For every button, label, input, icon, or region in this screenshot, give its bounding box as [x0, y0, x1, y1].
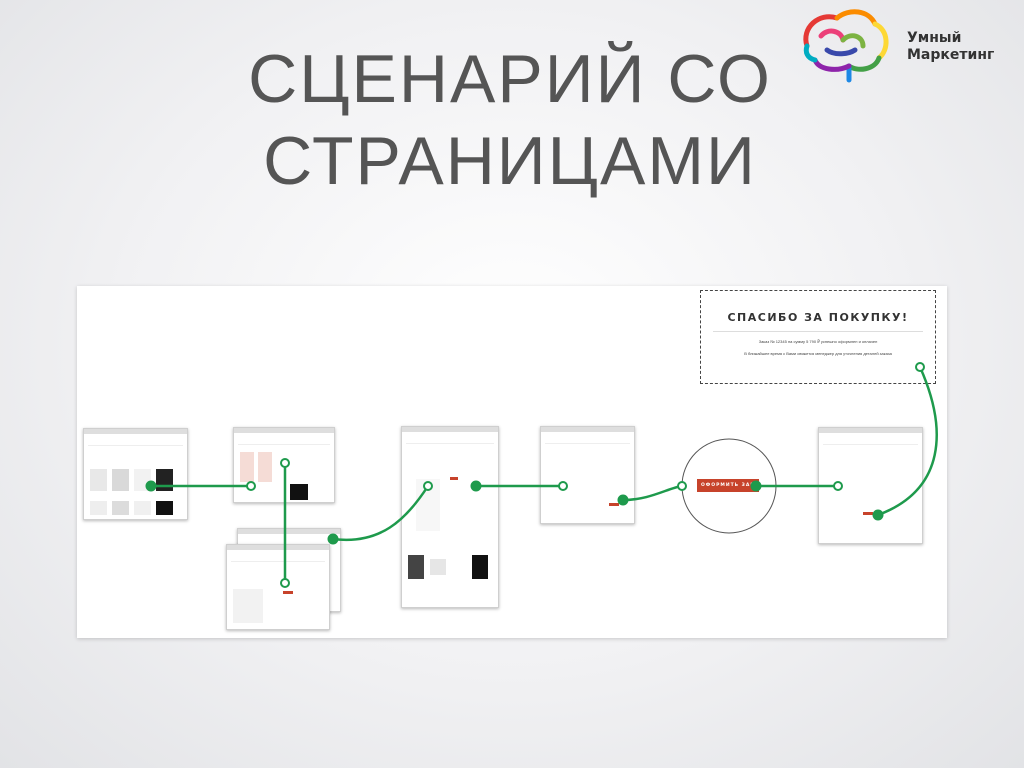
brand-name-line-1: Умный — [907, 30, 994, 47]
slide-title-line-2: СТРАНИЦАМИ — [200, 120, 820, 202]
buy-button-mini — [450, 477, 458, 480]
page-thumbnail-product[interactable] — [401, 426, 499, 608]
related-tile — [408, 555, 424, 579]
browser-bar — [234, 428, 334, 433]
nav-line — [406, 443, 494, 444]
page-thumbnail-catalog[interactable] — [83, 428, 188, 520]
nav-line — [88, 445, 183, 446]
related-tile — [472, 555, 488, 579]
brand-logo: Умный Маркетинг — [797, 6, 1017, 86]
product-tile — [134, 501, 151, 515]
slide-title-line-1: СЦЕНАРИЙ СО — [200, 38, 820, 120]
slide-title: СЦЕНАРИЙ СО СТРАНИЦАМИ — [200, 38, 820, 202]
product-image — [233, 589, 263, 623]
product-tile — [156, 469, 173, 491]
browser-bar — [227, 545, 329, 550]
nav-line — [823, 444, 918, 445]
page-thumbnail-category[interactable] — [233, 427, 335, 503]
brand-name-line-2: Маркетинг — [907, 47, 994, 64]
page-thumbnail-order-confirmation[interactable] — [818, 427, 923, 544]
product-tile — [90, 501, 107, 515]
confirm-button-mini — [863, 512, 873, 515]
thank-you-title: СПАСИБО ЗА ПОКУПКУ! — [701, 311, 935, 324]
order-status-text: Заказ № 12345 на сумму 5 790 ₽ успешно о… — [707, 339, 929, 344]
product-tile — [134, 469, 151, 491]
browser-bar — [541, 427, 634, 432]
buy-button-mini — [283, 591, 293, 594]
contact-text: В ближайшее время с Вами свяжется менедж… — [707, 351, 929, 356]
nav-line — [231, 561, 325, 562]
nav-line — [545, 443, 630, 444]
browser-bar — [402, 427, 498, 432]
product-tile — [90, 469, 107, 491]
page-thumbnail-cart[interactable] — [540, 426, 635, 524]
product-tile — [112, 469, 129, 491]
browser-bar — [819, 428, 922, 433]
checkout-cta-button[interactable]: ОФОРМИТЬ ЗАК — [697, 479, 759, 492]
divider — [713, 331, 923, 332]
product-tile — [156, 501, 173, 515]
brain-icon — [797, 6, 893, 86]
product-tile — [112, 501, 129, 515]
nav-line — [238, 444, 330, 445]
product-image — [290, 484, 308, 500]
product-image — [416, 479, 440, 531]
browser-bar — [84, 429, 187, 434]
related-tile — [430, 559, 446, 575]
brand-name: Умный Маркетинг — [907, 30, 994, 64]
link-column — [258, 452, 272, 482]
browser-bar — [238, 529, 340, 534]
link-column — [240, 452, 254, 482]
page-thumbnail-subcategory[interactable] — [226, 544, 330, 630]
thank-you-box: СПАСИБО ЗА ПОКУПКУ! Заказ № 12345 на сум… — [700, 290, 936, 384]
checkout-button-mini — [609, 503, 619, 506]
